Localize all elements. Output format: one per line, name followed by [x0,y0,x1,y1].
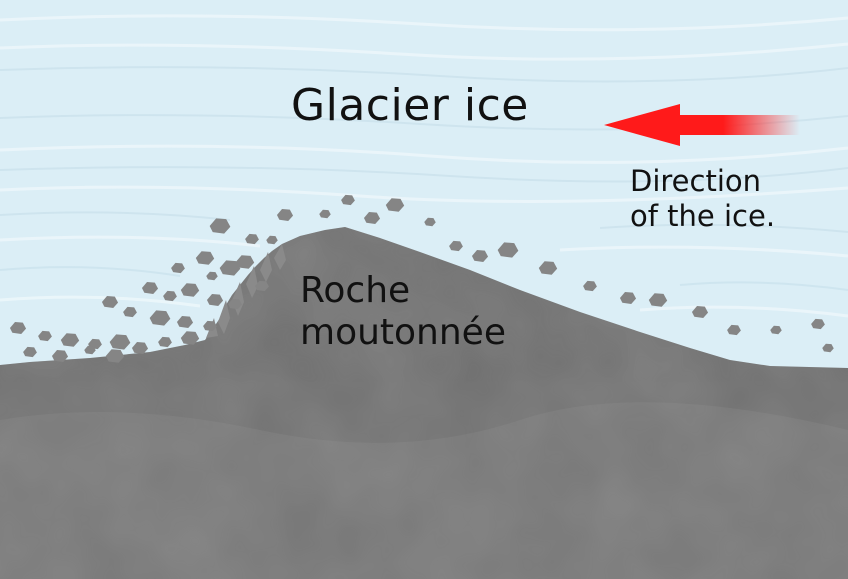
debris-block [691,306,709,318]
debris-block [235,255,255,269]
debris-block [206,271,218,281]
debris-block [449,240,463,252]
debris-block [9,322,27,334]
debris-block [245,233,259,245]
debris-block [171,262,185,274]
debris-block [101,296,119,308]
debris-block [105,349,125,363]
debris-block [180,283,200,297]
ice-direction-arrow [604,104,800,146]
debris-block [385,198,405,212]
debris-block [276,209,294,221]
debris-block [149,310,171,326]
debris-block [158,336,172,348]
debris-block [424,217,436,227]
debris-block [471,250,489,262]
debris-block [141,282,159,294]
debris-block [583,280,597,292]
debris-block [176,316,194,328]
debris-block [209,218,231,234]
debris-block [341,194,355,206]
debris-block [38,330,52,342]
direction-label-line-2: of the ice. [630,199,776,233]
debris-block [497,242,519,258]
roche-moutonnee-label-line-2: moutonnée [300,312,506,353]
direction-label-line-1: Direction [630,164,762,198]
ice-streaks [0,14,848,318]
debris-block [363,212,381,224]
debris-block [206,294,224,306]
direction-label: Direction of the ice. [630,164,775,234]
debris-block [228,298,242,310]
roche-moutonnee-label: Roche moutonnée [300,270,506,354]
roche-moutonnee-label-line-1: Roche [300,270,411,311]
debris-block [255,280,269,292]
debris-block [23,346,37,358]
debris-block [180,331,200,345]
debris-block [727,324,741,336]
debris-block [123,306,137,318]
debris-block [319,209,331,219]
debris-block [811,318,825,330]
debris-block [131,342,149,354]
debris-block [60,333,80,347]
debris-block [538,261,558,275]
debris-block [648,293,668,307]
debris-block [163,290,177,302]
glacier-ice-label: Glacier ice [291,80,529,131]
debris-block [195,251,215,265]
debris-block [770,325,782,335]
debris-block [51,350,69,362]
debris-block [619,292,637,304]
debris-block [84,345,96,355]
debris-block [109,334,131,350]
rock-debris [9,194,834,363]
debris-block [266,235,278,245]
debris-block [822,343,834,353]
debris-block [219,260,241,276]
debris-block [203,320,217,332]
